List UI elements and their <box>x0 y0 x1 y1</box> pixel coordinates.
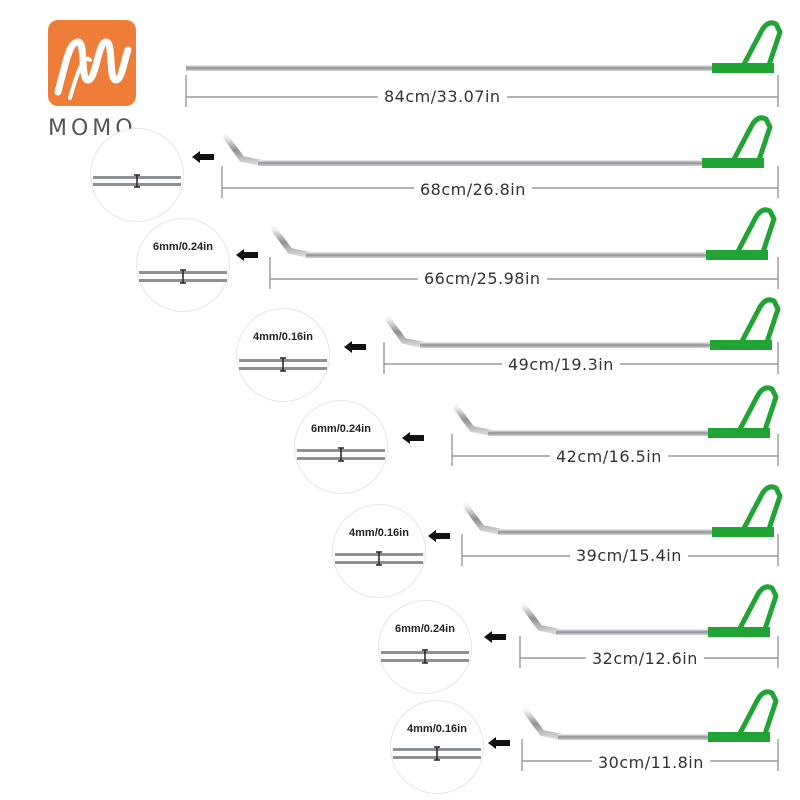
rod-tip <box>463 503 505 535</box>
rod-8 <box>523 689 779 742</box>
tip-rod-icon <box>393 746 481 761</box>
rod-6 <box>463 484 783 537</box>
tip-size-label: 6mm/0.24in <box>153 241 213 253</box>
rod-shaft <box>556 629 708 635</box>
rod-tip <box>223 134 265 166</box>
arrow-left-icon <box>428 530 450 542</box>
rod-tip <box>385 316 427 348</box>
tip-detail-circle-2 <box>90 128 184 222</box>
rod-tip <box>271 226 313 258</box>
arrow-left-icon <box>402 432 424 444</box>
tip-size-label: 6mm/0.24in <box>395 623 455 635</box>
rod-length-label-4: 49cm/19.3in <box>502 356 620 374</box>
rod-shaft <box>306 252 706 258</box>
arrow-left-icon <box>344 341 366 353</box>
rod-5 <box>453 385 779 438</box>
rod-shaft <box>498 529 712 535</box>
hook-handle-icon <box>735 584 779 634</box>
hook-handle-icon <box>735 689 779 739</box>
rod-length-label-2: 68cm/26.8in <box>414 181 532 199</box>
arrow-left-icon <box>488 737 510 749</box>
tip-detail-circle-5: 6mm/0.24in <box>294 400 388 494</box>
arrow-left-icon <box>192 151 214 163</box>
rod-tip <box>453 404 495 436</box>
rod-3 <box>271 207 777 260</box>
rod-shaft <box>488 430 708 436</box>
tip-detail-circle-6: 4mm/0.16in <box>332 504 426 598</box>
rod-shaft <box>258 160 702 166</box>
hook-handle-icon <box>739 484 783 534</box>
rod-tip <box>521 603 563 635</box>
rod-7 <box>521 584 779 637</box>
arrow-left-icon <box>484 631 506 643</box>
tip-rod-icon <box>381 649 469 664</box>
rod-1 <box>186 20 783 73</box>
rod-2 <box>223 115 773 168</box>
tip-detail-circle-8: 4mm/0.16in <box>390 700 484 794</box>
tip-detail-circle-3: 6mm/0.24in <box>136 218 230 312</box>
rod-shaft <box>186 65 712 71</box>
tip-detail-circle-4: 4mm/0.16in <box>236 308 330 402</box>
tip-rod-icon <box>139 269 227 284</box>
tip-size-label: 4mm/0.16in <box>349 527 409 539</box>
rod-length-label-7: 32cm/12.6in <box>586 650 704 668</box>
brand-logo <box>48 20 136 106</box>
tip-rod-icon <box>93 174 181 188</box>
arrow-left-icon <box>236 249 258 261</box>
tip-rod-icon <box>239 357 327 372</box>
tip-rod-icon <box>297 447 385 462</box>
hook-handle-icon <box>735 385 779 435</box>
rod-length-label-6: 39cm/15.4in <box>570 547 688 565</box>
rod-shaft <box>420 342 710 348</box>
rod-length-label-1: 84cm/33.07in <box>378 88 507 106</box>
hook-handle-icon <box>739 20 783 70</box>
tip-size-label: 4mm/0.16in <box>253 331 313 343</box>
hook-handle-icon <box>733 207 777 257</box>
tip-size-label: 4mm/0.16in <box>407 723 467 735</box>
tip-detail-circle-7: 6mm/0.24in <box>378 600 472 694</box>
rod-length-label-5: 42cm/16.5in <box>550 448 668 466</box>
tip-rod-icon <box>335 551 423 566</box>
rod-length-label-8: 30cm/11.8in <box>592 754 710 772</box>
rod-tip <box>523 708 565 740</box>
tip-size-label: 6mm/0.24in <box>311 423 371 435</box>
logo-mark-icon <box>54 38 132 100</box>
hook-handle-icon <box>737 297 781 347</box>
rod-shaft <box>558 734 708 740</box>
rod-4 <box>385 297 781 350</box>
hook-handle-icon <box>729 115 773 165</box>
rod-length-label-3: 66cm/25.98in <box>418 270 547 288</box>
